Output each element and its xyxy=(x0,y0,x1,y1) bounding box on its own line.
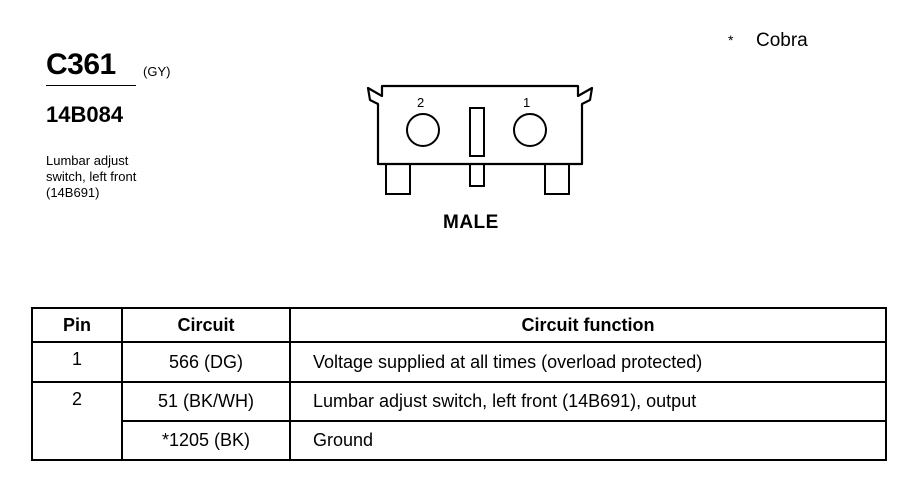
connector-face-diagram: 2 1 xyxy=(366,84,594,195)
connector-description: Lumbar adjust switch, left front (14B691… xyxy=(46,153,136,201)
description-line: switch, left front xyxy=(46,169,137,184)
connector-housing xyxy=(366,84,594,166)
table-row: 1 566 (DG) Voltage supplied at all times… xyxy=(31,341,887,383)
table-row: 2 51 (BK/WH) Lumbar adjust switch, left … xyxy=(31,381,887,422)
circuit-cell: 566 (DG) xyxy=(121,341,291,383)
footnote-symbol: * xyxy=(728,32,734,48)
function-cell: Ground xyxy=(289,420,887,461)
circuit-cell: *1205 (BK) xyxy=(121,420,291,461)
pin-2-label: 2 xyxy=(417,95,424,110)
terminal-tab-left xyxy=(385,163,411,195)
table-header-row: Pin Circuit Circuit function xyxy=(31,307,887,343)
function-cell: Lumbar adjust switch, left front (14B691… xyxy=(289,381,887,422)
pin-1-cavity xyxy=(513,113,547,147)
connector-id: C361 xyxy=(46,48,116,81)
connector-gender: MALE xyxy=(443,212,499,233)
footnote-legend: * Cobra xyxy=(728,30,808,52)
header-circuit-function: Circuit function xyxy=(289,307,887,343)
part-number: 14B084 xyxy=(46,102,124,127)
header-circuit: Circuit xyxy=(121,307,291,343)
terminal-tab-center xyxy=(469,163,485,187)
title-underline xyxy=(46,85,136,86)
pin-cell: 2 xyxy=(31,381,123,421)
function-cell: Voltage supplied at all times (overload … xyxy=(289,341,887,383)
pin-2-cavity xyxy=(406,113,440,147)
pin-1-label: 1 xyxy=(523,95,530,110)
connector-color: (GY) xyxy=(143,64,171,79)
table-row: *1205 (BK) Ground xyxy=(31,420,887,461)
header-pin: Pin xyxy=(31,307,123,343)
pin-cell xyxy=(31,421,123,461)
terminal-tab-right xyxy=(544,163,570,195)
center-key xyxy=(469,107,485,157)
circuit-cell: 51 (BK/WH) xyxy=(121,381,291,422)
pin-cell: 1 xyxy=(31,341,123,383)
description-line: (14B691) xyxy=(46,185,100,200)
footnote-text: Cobra xyxy=(756,30,808,51)
description-line: Lumbar adjust xyxy=(46,153,129,168)
pin-table: Pin Circuit Circuit function 1 566 (DG) … xyxy=(31,307,887,461)
